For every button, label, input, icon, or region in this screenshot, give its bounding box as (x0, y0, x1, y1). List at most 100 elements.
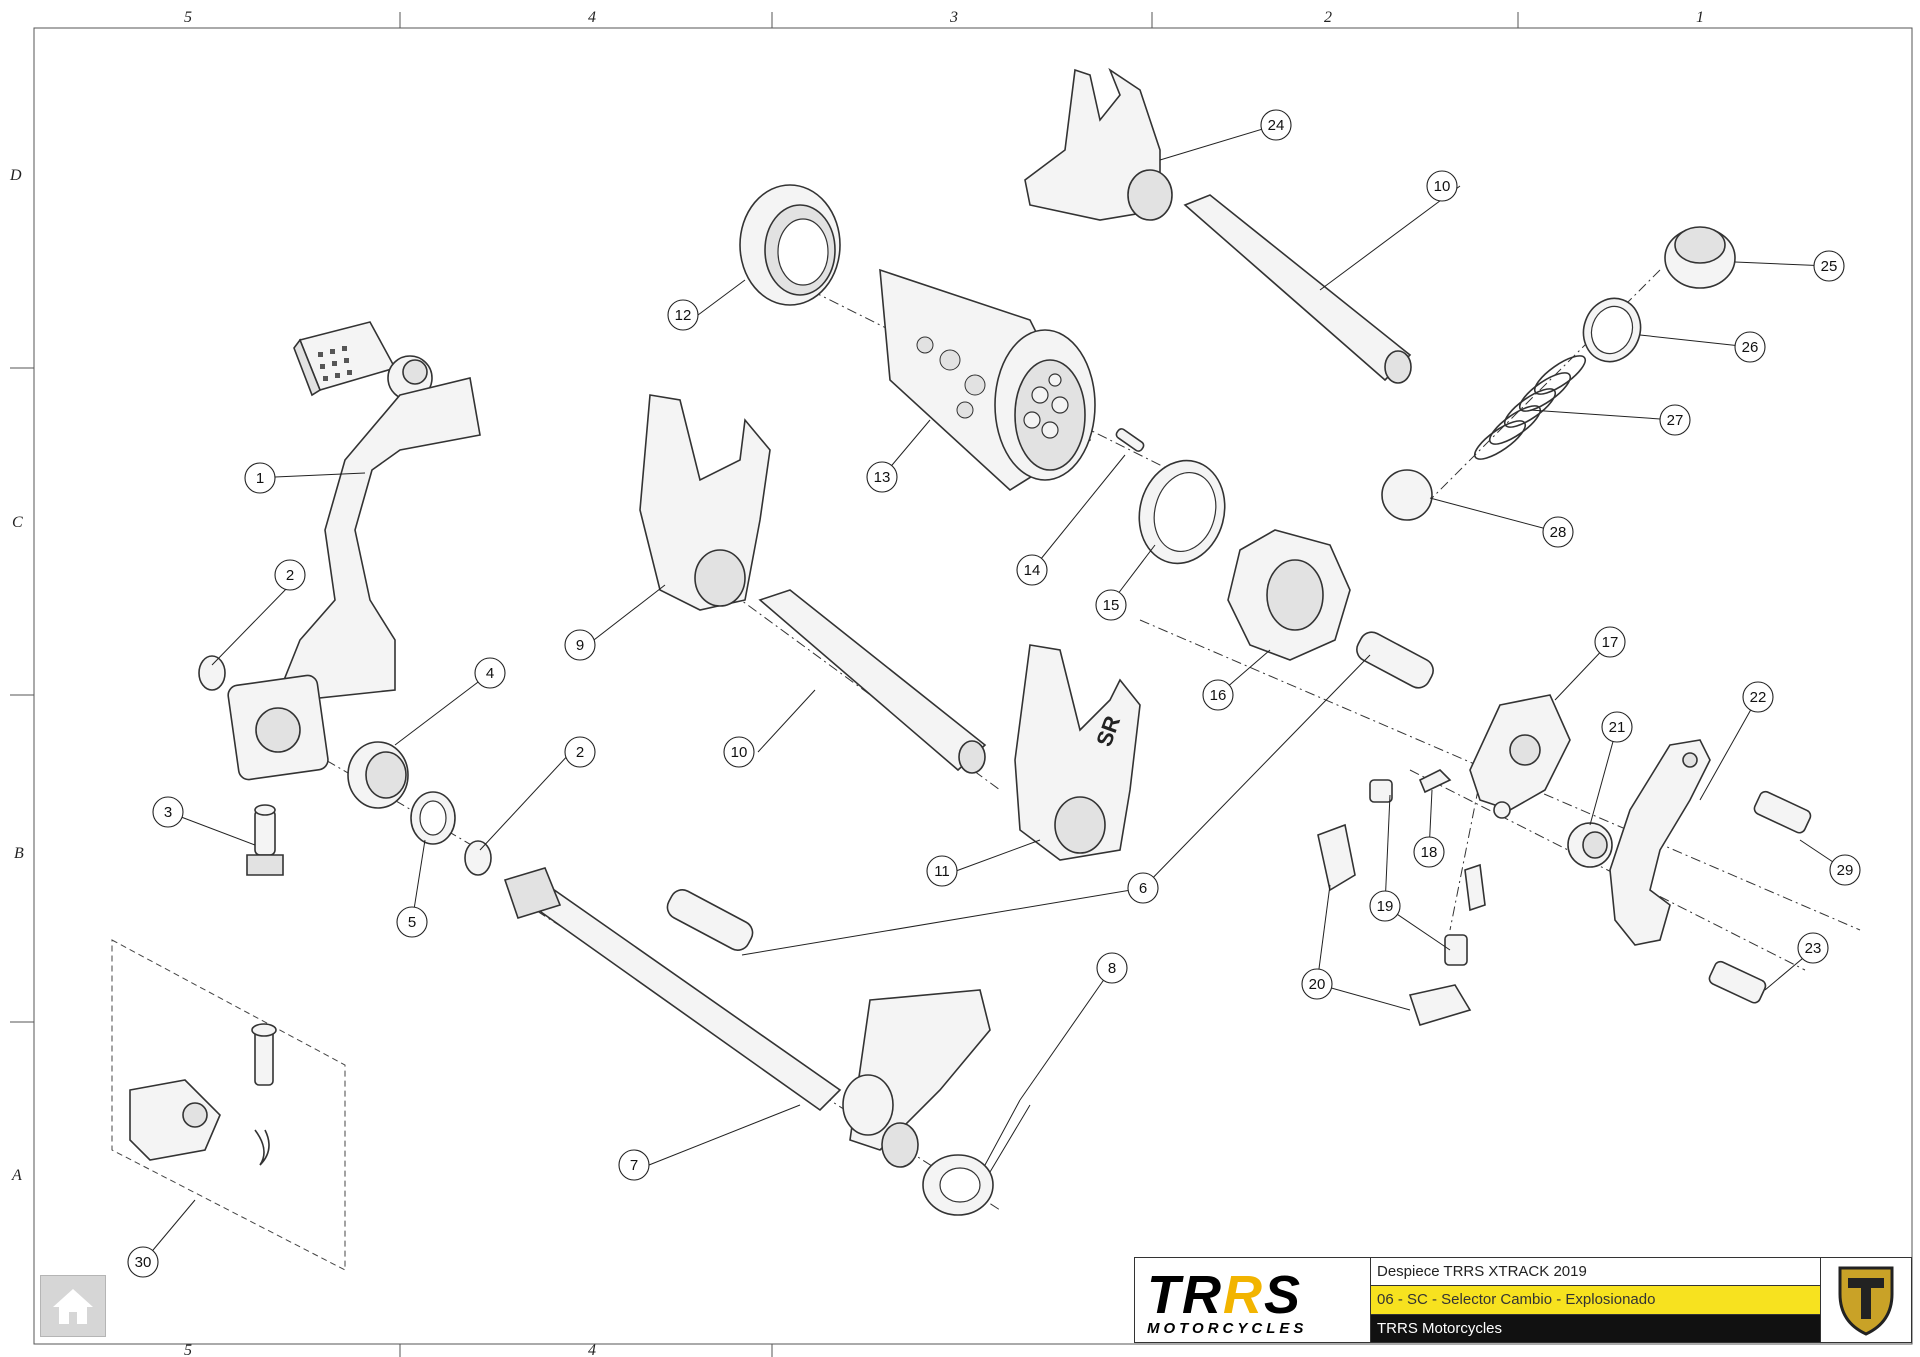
svg-text:17: 17 (1602, 634, 1619, 651)
lever-grip-dots (318, 346, 352, 381)
svg-text:2: 2 (286, 567, 294, 584)
svg-text:21: 21 (1609, 719, 1626, 736)
emblem (1821, 1258, 1911, 1342)
svg-text:10: 10 (731, 744, 748, 761)
drawing-subtitle: 06 - SC - Selector Cambio - Explosionado (1371, 1286, 1820, 1315)
title-block: TRRS MOTORCYCLES Despiece TRRS XTRACK 20… (1134, 1257, 1912, 1343)
svg-text:16: 16 (1210, 687, 1227, 704)
grid-col-2: 2 (1324, 9, 1332, 26)
company-name: TRRS Motorcycles (1371, 1314, 1820, 1342)
grid-row-A: A (11, 1167, 22, 1184)
shift-fork-lower: SR (1014, 644, 1141, 861)
callout-2a: 2 (274, 559, 306, 591)
callout-26: 26 (1734, 331, 1766, 363)
circlip-upper (198, 655, 226, 691)
plunger-upper (1369, 779, 1393, 803)
gear-shift-lever (227, 321, 481, 781)
svg-text:18: 18 (1421, 844, 1438, 861)
svg-text:28: 28 (1550, 524, 1567, 541)
callout-27: 27 (1659, 404, 1691, 436)
callout-25: 25 (1813, 250, 1845, 282)
o-ring (1582, 297, 1642, 363)
callout-6: 6 (1127, 872, 1159, 904)
callout-4: 4 (474, 657, 506, 689)
selector-drum (879, 268, 1096, 492)
trrs-logo: TRRS MOTORCYCLES (1135, 1258, 1371, 1342)
drawing-frame (33, 27, 1913, 1345)
svg-text:10: 10 (1434, 178, 1451, 195)
grid-row-D: D (9, 167, 22, 184)
drawing-title: Despiece TRRS XTRACK 2019 (1371, 1258, 1820, 1287)
svg-text:2: 2 (576, 744, 584, 761)
callout-7: 7 (618, 1149, 650, 1181)
fork-shaft-upper (1183, 194, 1412, 384)
grid-col-4-bottom: 4 (588, 1342, 596, 1357)
home-icon (53, 1289, 93, 1324)
seal-ring (1138, 459, 1226, 565)
callout-13: 13 (866, 461, 898, 493)
callout-15: 15 (1095, 589, 1127, 621)
callout-23: 23 (1797, 932, 1829, 964)
callout-3: 3 (152, 796, 184, 828)
svg-text:24: 24 (1268, 117, 1285, 134)
spring-small-lower (1464, 863, 1486, 912)
svg-text:25: 25 (1821, 258, 1838, 275)
drum-pin (1115, 428, 1145, 452)
return-spring (922, 1099, 1031, 1216)
svg-text:15: 15 (1103, 597, 1120, 614)
callout-14: 14 (1016, 554, 1048, 586)
svg-text:9: 9 (576, 637, 584, 654)
callout-20: 20 (1301, 968, 1333, 1000)
callout-10b: 10 (1426, 170, 1458, 202)
svg-text:3: 3 (164, 804, 172, 821)
leader-lines (142, 124, 1846, 1263)
svg-text:23: 23 (1805, 940, 1822, 957)
grid-col-3: 3 (949, 9, 958, 26)
plunger-lower (1444, 934, 1468, 966)
callout-24: 24 (1260, 109, 1292, 141)
svg-text:27: 27 (1667, 412, 1684, 429)
footpeg-assembly (111, 939, 346, 1271)
callout-5: 5 (396, 906, 428, 938)
grid-col-4: 4 (588, 9, 596, 26)
svg-text:12: 12 (675, 307, 692, 324)
svg-text:22: 22 (1750, 689, 1767, 706)
pad-upper (1317, 823, 1356, 892)
top-zone-ticks (10, 12, 1519, 1357)
callout-19: 19 (1369, 890, 1401, 922)
callout-21: 21 (1601, 711, 1633, 743)
plug-cap (1664, 226, 1736, 289)
callout-2b: 2 (564, 736, 596, 768)
cam-plate (1469, 694, 1571, 819)
callout-18: 18 (1413, 836, 1445, 868)
callout-1: 1 (244, 462, 276, 494)
grid-row-C: C (12, 514, 23, 531)
bolt-23 (1708, 960, 1767, 1004)
callout-9: 9 (564, 629, 596, 661)
bushing-small (1567, 822, 1613, 868)
bolt-29 (1753, 790, 1812, 834)
callout-17: 17 (1594, 626, 1626, 658)
grid-col-5-bottom: 5 (184, 1342, 192, 1357)
svg-text:14: 14 (1024, 562, 1041, 579)
lever-bolt (246, 804, 284, 876)
shift-fork-upper (639, 394, 771, 611)
selector-shaft (503, 867, 991, 1168)
title-rows: Despiece TRRS XTRACK 2019 06 - SC - Sele… (1371, 1258, 1821, 1342)
circlip-lower (464, 840, 492, 876)
pin-upper (1356, 631, 1434, 689)
logo-subtitle: MOTORCYCLES (1147, 1320, 1308, 1337)
detent-spring (1473, 355, 1587, 460)
svg-text:8: 8 (1108, 960, 1116, 977)
bushing (347, 741, 409, 809)
pad-lower (1408, 984, 1472, 1026)
shift-fork-top (1024, 67, 1173, 221)
star-wheel (1227, 529, 1351, 661)
washer (410, 791, 456, 845)
pin-lower (666, 889, 754, 951)
svg-text:6: 6 (1139, 880, 1147, 897)
fork-shaft-lower (758, 589, 987, 774)
home-button[interactable] (40, 1275, 106, 1337)
svg-text:1: 1 (256, 470, 264, 487)
